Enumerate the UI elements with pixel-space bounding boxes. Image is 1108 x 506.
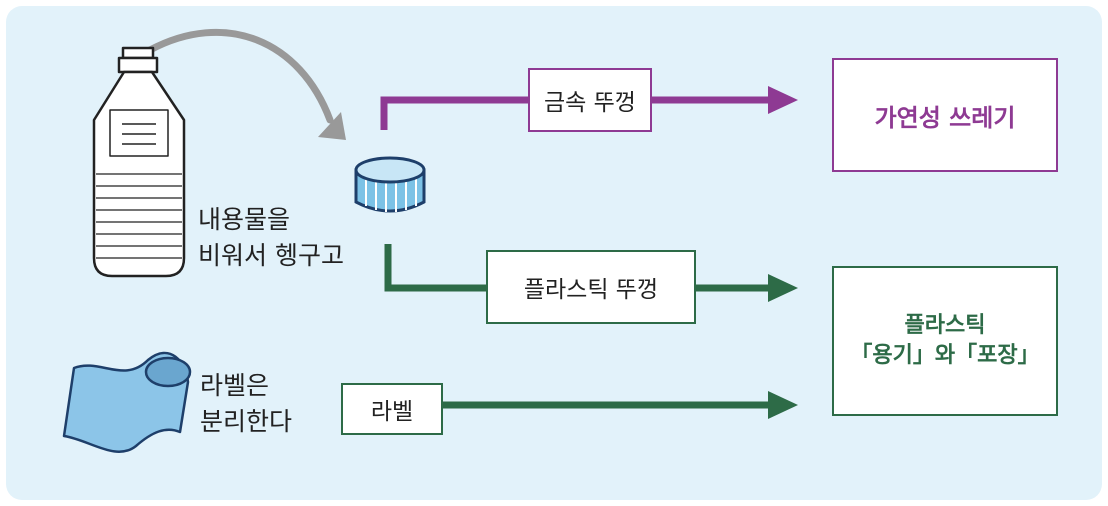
label-caption: 라벨은 분리한다 xyxy=(200,368,292,440)
label-sheet-icon xyxy=(62,351,192,453)
burnable-waste-label: 가연성 쓰레기 xyxy=(874,103,1016,132)
curved-arrow-icon xyxy=(146,28,334,124)
label-flow-label: 라벨 xyxy=(370,399,414,425)
bottle-caption-line-1: 내용물을 xyxy=(198,205,291,234)
curved-arrow-head xyxy=(318,112,346,140)
label-caption-line-1: 라벨은 xyxy=(200,371,270,400)
plastic-destination-line-2: 「용기」와「포장」 xyxy=(850,343,1040,368)
burnable-waste-box: 가연성 쓰레기 xyxy=(832,58,1058,172)
metal-cap-arrowhead xyxy=(768,86,798,114)
plastic-destination-line-1: 플라스틱 xyxy=(904,313,986,338)
label-box: 라벨 xyxy=(341,383,443,435)
label-arrowhead xyxy=(768,391,798,419)
metal-cap-label: 금속 뚜껑 xyxy=(544,90,636,116)
plastic-destination-box: 플라스틱 「용기」와「포장」 xyxy=(832,266,1058,416)
pet-bottle-icon xyxy=(92,46,186,278)
metal-cap-box: 금속 뚜껑 xyxy=(528,68,652,132)
plastic-cap-label: 플라스틱 뚜껑 xyxy=(523,277,659,303)
plastic-cap-arrowhead xyxy=(768,274,798,302)
plastic-cap-box: 플라스틱 뚜껑 xyxy=(486,250,696,324)
bottle-caption: 내용물을 비워서 헹구고 xyxy=(198,202,344,274)
bottle-caption-line-2: 비워서 헹구고 xyxy=(198,241,344,270)
label-caption-line-2: 분리한다 xyxy=(200,407,293,436)
bottle-cap-icon xyxy=(354,156,426,213)
